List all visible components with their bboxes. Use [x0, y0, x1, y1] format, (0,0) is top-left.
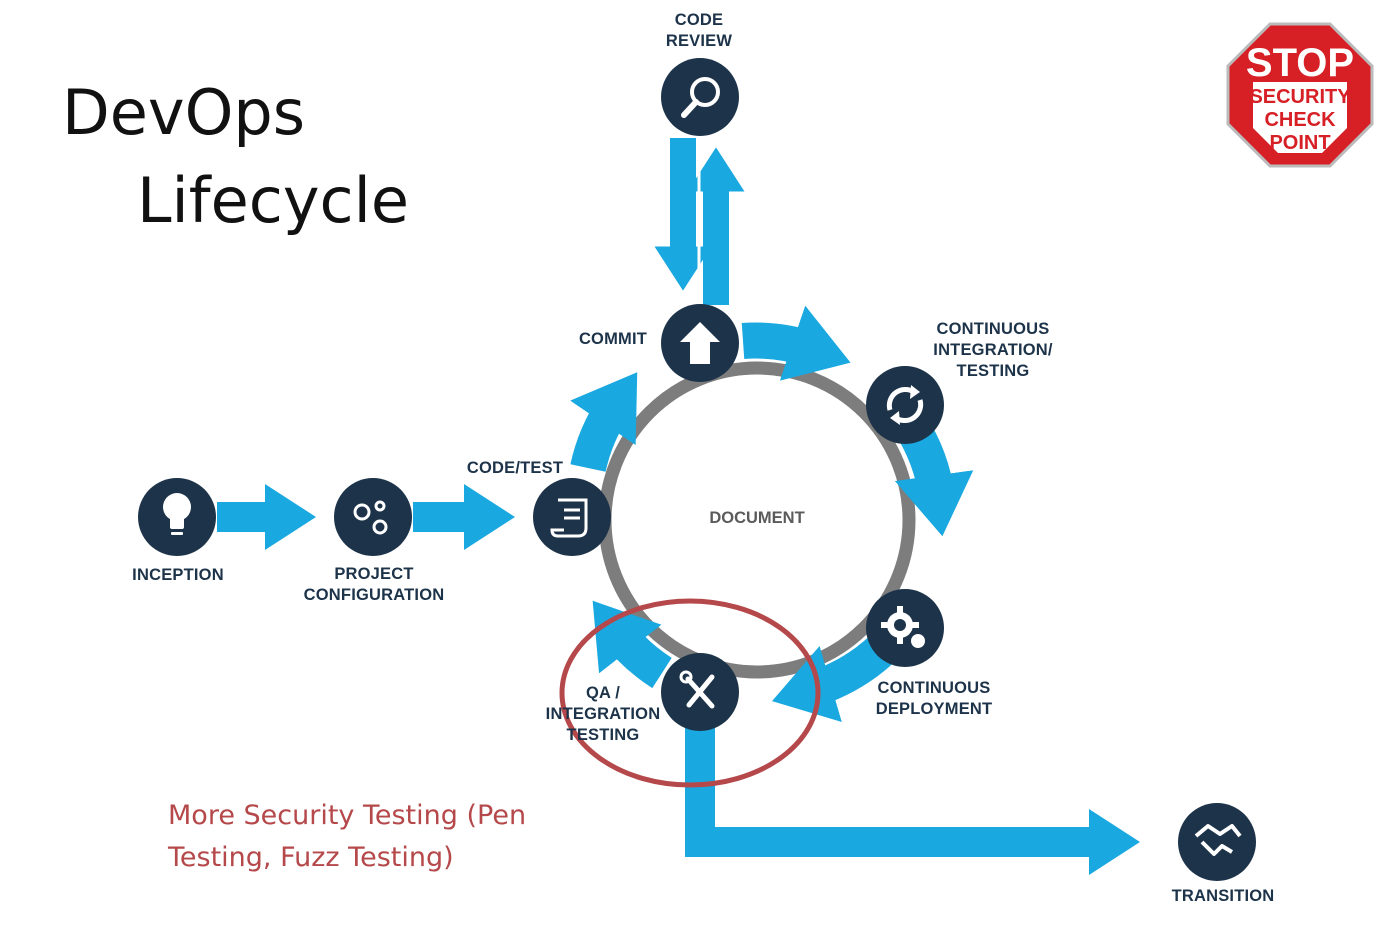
label-commit: COMMIT	[578, 330, 648, 348]
stop-sign-line-2: CHECK	[1264, 109, 1336, 131]
lightbulb-icon	[163, 493, 191, 535]
node-continuous-deployment	[866, 589, 944, 667]
cycle-arrow-qa-to-code	[592, 600, 673, 689]
node-commit	[661, 304, 739, 382]
node-transition	[1178, 803, 1256, 881]
node-qa-integration	[661, 653, 739, 731]
gears-icon	[353, 500, 388, 535]
handshake-icon	[1194, 824, 1242, 856]
scroll-icon	[550, 498, 588, 538]
cycle-arrow-code-to-commit	[570, 372, 638, 473]
stop-sign	[1226, 22, 1374, 168]
label-project-configuration: PROJECT CONFIGURATION	[303, 565, 445, 604]
magnifier-icon	[681, 77, 720, 118]
center-label: DOCUMENT	[709, 509, 804, 527]
tools-icon	[679, 670, 715, 709]
gear-refresh-icon	[881, 606, 925, 648]
stop-sign-title: STOP	[1246, 41, 1354, 85]
security-testing-note: More Security Testing (Pen Testing, Fuzz…	[168, 800, 527, 873]
node-code-test	[533, 478, 611, 556]
node-continuous-integration	[866, 366, 944, 444]
cycle-arrow-commit-to-ci	[741, 305, 851, 381]
node-code-review	[661, 58, 739, 136]
node-project-configuration	[334, 478, 412, 556]
arrow-qa-to-transition	[685, 720, 1140, 875]
label-code-test: CODE/TEST	[466, 459, 564, 477]
stop-sign-line-3: POINT	[1269, 132, 1330, 154]
slide-title-line-2: Lifecycle	[137, 164, 409, 237]
node-inception	[138, 478, 216, 556]
label-continuous-deployment: CONTINUOUS DEPLOYMENT	[875, 679, 993, 718]
up-arrow-house-icon	[680, 322, 720, 364]
label-continuous-integration: CONTINUOUS INTEGRATION/ TESTING	[933, 320, 1053, 380]
label-inception: INCEPTION	[132, 566, 224, 584]
refresh-icon	[886, 385, 924, 425]
label-code-review: CODE REVIEW	[665, 11, 733, 50]
label-transition: TRANSITION	[1171, 887, 1275, 905]
highlight-circle	[559, 598, 821, 788]
slide-title-line-1: DevOps	[62, 76, 306, 149]
label-qa-integration: QA / INTEGRATION TESTING	[545, 684, 661, 744]
stop-sign-line-1: SECURITY	[1249, 86, 1351, 108]
